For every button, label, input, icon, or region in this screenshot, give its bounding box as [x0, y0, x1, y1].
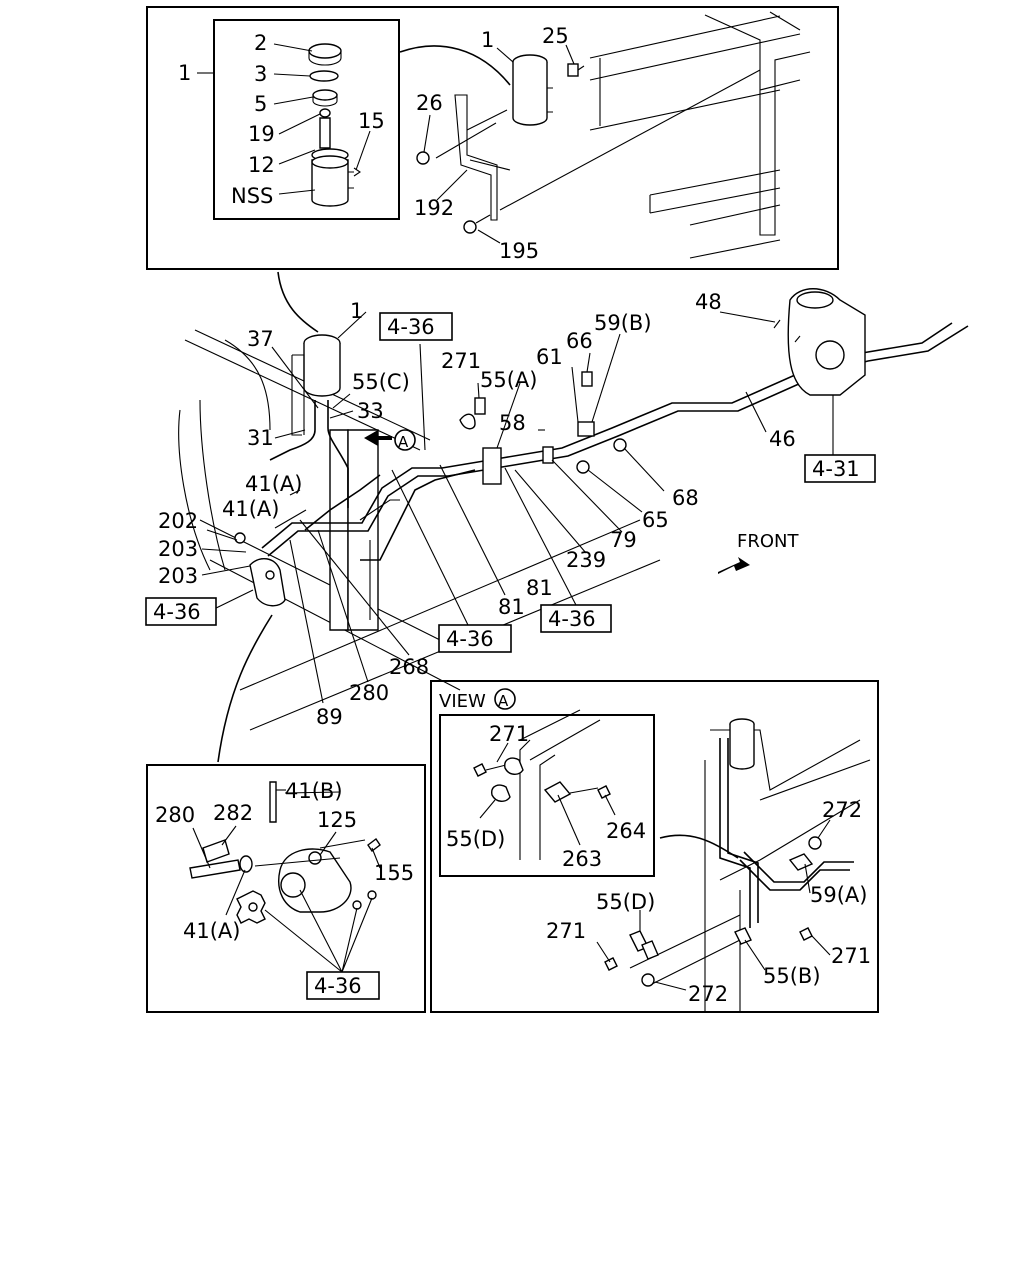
label-48: 48: [695, 290, 722, 314]
detail-arrow: [659, 834, 739, 859]
svg-text:4-36: 4-36: [446, 627, 494, 651]
svg-text:4-36: 4-36: [153, 600, 201, 624]
label-203-upper: 203: [158, 537, 198, 561]
label-271: 271: [441, 349, 481, 373]
label-195: 195: [499, 239, 539, 263]
label-5: 5: [254, 92, 267, 116]
view-a-inset: VIEW A 271 55(D) 263 264: [430, 680, 879, 1013]
label-280-inset: 280: [155, 803, 195, 827]
main-leaders: [201, 311, 834, 704]
clip-detail-frame: [439, 714, 655, 877]
label-81-left: 81: [498, 595, 525, 619]
svg-text:4-36: 4-36: [387, 315, 435, 339]
label-271-right: 271: [831, 944, 871, 968]
label-nss: NSS: [231, 184, 273, 208]
label-271-left: 271: [546, 919, 586, 943]
label-282: 282: [213, 801, 253, 825]
reservoir-mount: [416, 54, 585, 234]
label-263: 263: [562, 847, 602, 871]
label-61: 61: [536, 345, 563, 369]
label-41a-upper: 41(A): [245, 472, 302, 496]
label-79: 79: [610, 528, 637, 552]
exploded-leaders: [197, 43, 371, 195]
label-1-exploded: 1: [178, 61, 191, 85]
label-55c: 55(C): [352, 370, 410, 394]
top-inset: 1 2 3 5 19 12 15 NSS: [146, 6, 839, 270]
exploded-arrow: [399, 45, 511, 86]
label-81-right: 81: [526, 576, 553, 600]
label-55d-detail: 55(D): [446, 827, 505, 851]
label-59b: 59(B): [594, 311, 652, 335]
clip-detail: [473, 709, 611, 860]
label-65: 65: [642, 508, 669, 532]
svg-text:4-36: 4-36: [314, 974, 362, 998]
label-55a: 55(A): [480, 368, 537, 392]
label-68: 68: [672, 486, 699, 510]
main-to-inset-arrow: [217, 614, 273, 763]
ref-box-4-36-mid: 4-36: [438, 624, 512, 653]
bushing-282: [202, 839, 230, 863]
label-41a-lower: 41(A): [222, 497, 279, 521]
label-31: 31: [247, 426, 274, 450]
label-3: 3: [254, 62, 267, 86]
label-41b: 41(B): [285, 779, 343, 803]
top-inset-frame: [146, 6, 839, 270]
label-58: 58: [499, 411, 526, 435]
label-33: 33: [357, 399, 384, 423]
label-19: 19: [248, 122, 275, 146]
label-192: 192: [414, 196, 454, 220]
label-264: 264: [606, 819, 646, 843]
view-title: VIEW: [439, 691, 486, 712]
label-66: 66: [566, 329, 593, 353]
filter-cap-stack: [308, 43, 361, 207]
label-272-upper: 272: [822, 798, 862, 822]
label-272-lower: 272: [688, 982, 728, 1006]
top-to-main-arrow: [277, 271, 319, 333]
label-12: 12: [248, 153, 275, 177]
view-a-assembly: [604, 718, 871, 1012]
view-marker: A: [498, 692, 509, 710]
frame-rail-top: [499, 11, 811, 259]
svg-text:4-31: 4-31: [812, 457, 860, 481]
view-a-inset-frame: [430, 680, 879, 1013]
label-203-lower: 203: [158, 564, 198, 588]
label-46: 46: [769, 427, 796, 451]
pin-280: [189, 859, 241, 879]
front-arrow: [718, 557, 750, 574]
label-37: 37: [247, 327, 274, 351]
label-202: 202: [158, 509, 198, 533]
label-268: 268: [389, 655, 429, 679]
label-1-mount: 1: [481, 28, 494, 52]
label-1-main: 1: [350, 299, 363, 323]
front-label: FRONT: [737, 531, 799, 552]
exploded-view-frame: [213, 19, 400, 220]
bottom-left-inset-frame: [146, 764, 426, 1013]
svg-text:A: A: [398, 433, 409, 451]
ref-box-4-31: 4-31: [804, 454, 876, 483]
main-assembly: [178, 288, 969, 731]
label-55b: 55(B): [763, 964, 821, 988]
label-25: 25: [542, 24, 569, 48]
bottom-left-inset: 41(B) 280 282 125 155 41(A) 4-36: [146, 764, 426, 1013]
svg-text:4-36: 4-36: [548, 607, 596, 631]
label-89: 89: [316, 705, 343, 729]
label-2: 2: [254, 31, 267, 55]
label-239: 239: [566, 548, 606, 572]
label-15: 15: [358, 109, 385, 133]
ref-box-4-36-right: 4-36: [540, 604, 612, 633]
label-26: 26: [416, 91, 443, 115]
ref-box-4-36-inset: 4-36: [306, 971, 380, 1000]
ref-box-4-36-left: 4-36: [145, 597, 217, 626]
bolt-41b: [269, 781, 277, 823]
label-125: 125: [317, 808, 357, 832]
label-55d: 55(D): [596, 890, 655, 914]
label-41a-inset: 41(A): [183, 919, 240, 943]
label-59a: 59(A): [810, 883, 867, 907]
ref-box-4-36-top: 4-36: [379, 312, 453, 341]
label-271-detail: 271: [489, 722, 529, 746]
view-a-marker: A: [364, 429, 416, 451]
label-280: 280: [349, 681, 389, 705]
label-155: 155: [374, 861, 414, 885]
